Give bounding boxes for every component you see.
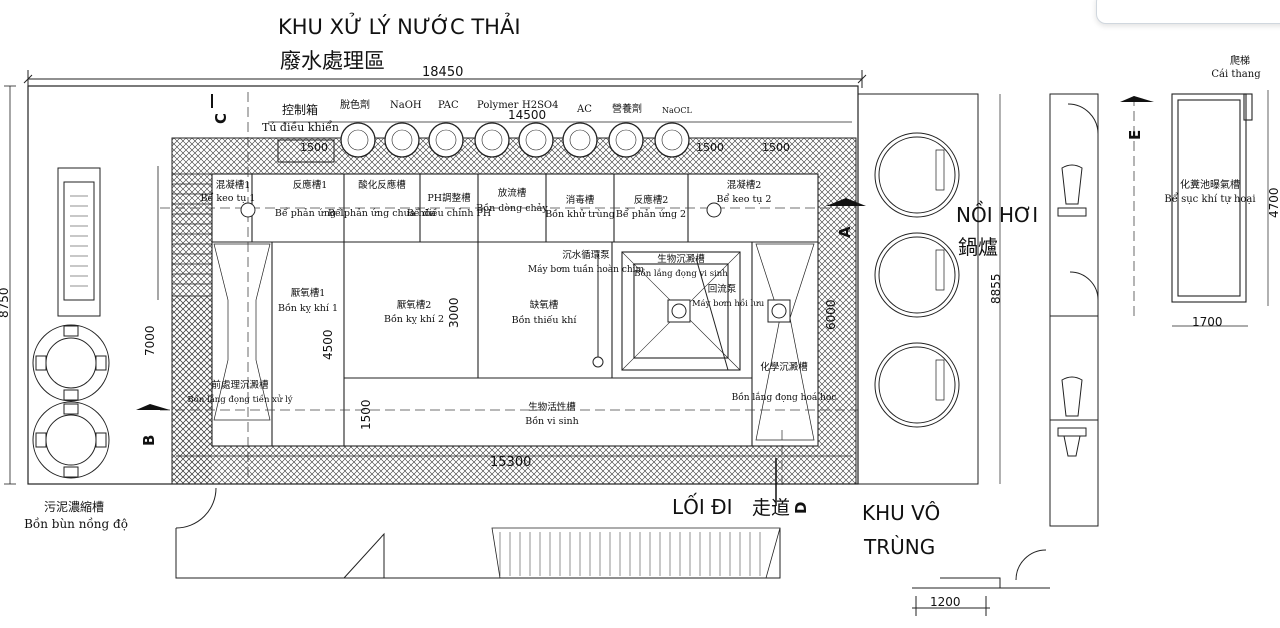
title-vietnamese: KHU XỬ LÝ NƯỚC THẢI (278, 13, 521, 39)
dim-15300: 15300 (490, 455, 531, 470)
dim-1700: 1700 (1192, 315, 1223, 329)
chem-label-4: H2SO4 (522, 100, 559, 111)
tank-anaer2-zh: 厭氧槽2 (397, 299, 432, 311)
ladder-vi: Cái thang (1211, 69, 1261, 80)
septic-zh: 化糞池曝氣槽 (1180, 178, 1240, 191)
dim-1500-b: 1500 (696, 141, 724, 154)
tank-anaer1-zh: 厭氧槽1 (291, 287, 326, 299)
sterile-line-1: KHU VÔ (862, 501, 940, 525)
tank-bio-active-vi: Bồn vi sinh (525, 416, 579, 427)
tank-chem-settle-zh: 化學沉澱槽 (760, 361, 808, 373)
tank-pump-sub-vi: Máy bơm tuần hoàn chìm (528, 264, 645, 275)
tank-bio-settle-zh: 生物沉澱槽 (657, 253, 705, 265)
septic-tank (1171, 90, 1269, 327)
tank-ph-zh: PH調整槽 (427, 192, 471, 204)
boiler-room (857, 93, 1001, 485)
tank-return-pump-vi: Máy bơm hồi lưu (692, 298, 765, 309)
section-mark-d: D (792, 502, 810, 514)
tank-anaer2-vi: Bồn kỵ khí 2 (384, 314, 444, 325)
sludge-label-vi: Bồn bùn nồng độ (24, 516, 128, 531)
bottom-area (175, 487, 1050, 616)
tank-disinfect-vi: Bồn khử trùng (545, 209, 615, 220)
tank-coag1-zh: 混凝槽1 (216, 179, 251, 191)
tank-acid-vi: Bể phản ứng chua hóa (328, 207, 436, 219)
chemical-drums (277, 122, 690, 163)
tank-acid-zh: 酸化反應槽 (358, 179, 406, 191)
tank-bio-settle-vi: Bồn lắng đọng vi sinh (634, 267, 728, 279)
boiler-label-zh: 鍋爐 (958, 235, 998, 259)
staircase-left (157, 166, 213, 300)
tank-anoxic-zh: 缺氧槽 (530, 299, 559, 311)
tank-coag2-zh: 混凝槽2 (727, 179, 762, 191)
chem-label-7: NaOCL (662, 106, 692, 115)
dim-6000: 6000 (824, 299, 838, 330)
dim-8750: 8750 (0, 287, 11, 318)
walkway-zh: 走道 (752, 497, 790, 519)
dim-3000: 3000 (447, 297, 461, 328)
tank-coag2-vi: Bể keo tụ 2 (717, 193, 772, 205)
chem-label-3: Polymer (477, 100, 519, 111)
tank-pre-settle-vi: Bồn lắng đọng tiền xử lý (187, 393, 292, 405)
control-box-vi: Tủ điều khiển (262, 120, 339, 134)
tank-chem-settle-vi: Bồn lắng đọng hoá học (732, 391, 837, 403)
chem-label-5: AC (576, 104, 592, 115)
tank-bio-active-zh: 生物活性槽 (528, 401, 576, 413)
dim-7000: 7000 (143, 325, 157, 356)
walkway-vi: LỐI ĐI (672, 493, 733, 519)
section-mark-e: E (1126, 130, 1144, 140)
sterile-line-2: TRÙNG (863, 535, 935, 559)
dim-1500-inner: 1500 (359, 399, 373, 430)
septic-vi-1: Bể sục khí tự hoại (1164, 193, 1255, 205)
section-lines (160, 92, 1135, 490)
tank-react1-vi: Bể phản ứng 1 (275, 207, 345, 219)
control-box-zh: 控制箱 (282, 102, 318, 117)
corner-popup-edge (1096, 0, 1280, 24)
tank-react2-vi: Bể phản ứng 2 (616, 208, 686, 220)
chem-label-0: 脫色劑 (340, 98, 370, 111)
chem-label-6: 營養劑 (612, 102, 642, 115)
tank-flow-vi: Bồn dòng chảy (476, 203, 548, 214)
dim-4700: 4700 (1267, 187, 1280, 218)
tank-react2-zh: 反應槽2 (634, 194, 669, 206)
section-markers (136, 94, 1154, 506)
dim-1500-a: 1500 (300, 141, 328, 154)
dim-4500: 4500 (321, 329, 335, 360)
pumps (240, 202, 791, 371)
dim-14500: 14500 (508, 108, 546, 122)
tank-pump-sub-zh: 沉水循環泵 (562, 249, 610, 261)
boiler-label-vi: NỒI HƠI (956, 201, 1038, 227)
tank-ph-vi: Bể điều chỉnh PH (407, 207, 491, 219)
section-mark-c: C (212, 113, 230, 124)
tank-anaer1-vi: Bồn kỵ khí 1 (278, 303, 338, 314)
tank-flow-zh: 放流槽 (498, 187, 527, 199)
sludge-equipment (32, 167, 110, 479)
chem-label-1: NaOH (390, 100, 422, 111)
tank-anoxic-vi: Bồn thiếu khí (512, 315, 578, 326)
title-chinese: 廢水處理區 (280, 49, 385, 73)
section-mark-a: A (836, 226, 854, 238)
dim-1200: 1200 (930, 595, 961, 609)
chem-label-2: PAC (438, 100, 459, 111)
dim-18450: 18450 (422, 65, 463, 80)
section-mark-b: B (140, 435, 158, 446)
main-tank-wall (171, 137, 857, 485)
tank-return-pump-zh: 回流泵 (708, 283, 737, 295)
dim-1500-c: 1500 (762, 141, 790, 154)
restroom-block (1049, 93, 1099, 527)
tank-disinfect-zh: 消毒槽 (566, 194, 595, 206)
tank-coag1-vi: Bể keo tụ 1 (201, 192, 256, 204)
dim-8855: 8855 (989, 273, 1003, 304)
ladder-zh: 爬梯 (1230, 54, 1250, 67)
tank-react1-zh: 反應槽1 (293, 179, 328, 191)
sludge-label-zh: 污泥濃縮槽 (44, 499, 104, 514)
top-dimension (23, 70, 867, 88)
tank-pre-settle-zh: 前處理沉澱槽 (211, 379, 269, 391)
